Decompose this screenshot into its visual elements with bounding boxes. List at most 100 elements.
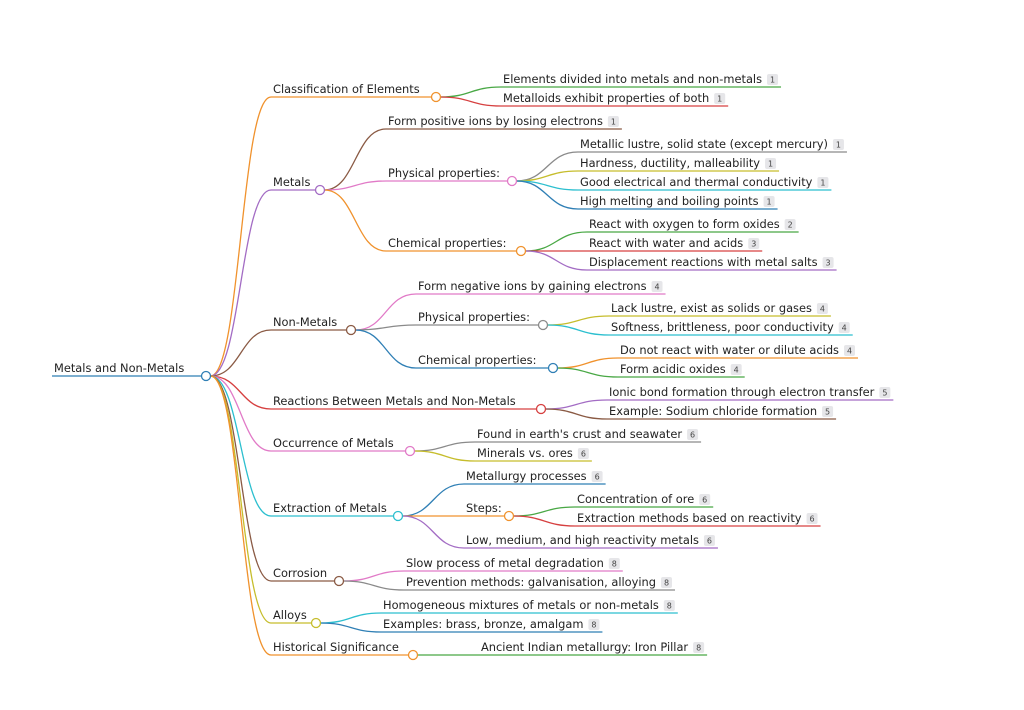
node-steps[interactable]: Steps: [464, 501, 515, 522]
citation-badge[interactable] [651, 281, 663, 292]
collapse-toggle-icon[interactable] [515, 245, 527, 257]
collapse-toggle-icon[interactable] [547, 362, 559, 374]
citation-badge[interactable] [844, 345, 855, 356]
citation-badge[interactable] [767, 74, 779, 85]
node-extraction-of-metals[interactable]: Extraction of Metals [271, 501, 404, 522]
citation-badge[interactable] [699, 494, 711, 505]
collapse-toggle-icon[interactable] [345, 324, 357, 336]
node-alloys[interactable]: Alloys [271, 608, 322, 629]
connector-do-not-react-with-water-or-dilute-acids [557, 357, 619, 369]
node-metals[interactable]: Metals [271, 175, 326, 196]
citation-badge[interactable] [607, 116, 619, 127]
node-good-electrical-and-thermal-conductivity[interactable]: Good electrical and thermal conductivity… [578, 175, 832, 191]
citation-badge[interactable] [832, 139, 844, 150]
citation-badge[interactable] [577, 448, 589, 459]
citation-badge[interactable] [730, 364, 742, 375]
citation-badge-number: 3 [826, 259, 831, 268]
collapse-toggle-icon[interactable] [200, 370, 212, 382]
node-label: Metallic lustre, solid state (except mer… [580, 137, 828, 151]
connector-low-medium-and-high-reactivity-metals [402, 515, 465, 549]
collapse-toggle-icon[interactable] [506, 175, 518, 187]
collapse-toggle-icon[interactable] [503, 510, 515, 522]
citation-badge[interactable] [661, 577, 672, 588]
node-reactions-between-metals-and-non-metals[interactable]: Reactions Between Metals and Non-Metals [271, 394, 547, 415]
citation-badge[interactable] [591, 471, 603, 482]
node-label: Homogeneous mixtures of metals or non-me… [383, 598, 659, 612]
node-label: Chemical properties: [388, 236, 506, 250]
node-label: Low, medium, and high reactivity metals [466, 533, 699, 547]
citation-badge[interactable] [693, 642, 705, 653]
citation-badge[interactable] [816, 303, 828, 314]
node-ionic-bond-formation-through-electron-tr[interactable]: Ionic bond formation through electron tr… [607, 385, 894, 401]
node-label: Metallurgy processes [466, 469, 587, 483]
collapse-toggle-icon[interactable] [537, 319, 549, 331]
node-occurrence-of-metals[interactable]: Occurrence of Metals [271, 436, 416, 457]
node-non-metals[interactable]: Non-Metals [271, 315, 357, 336]
node-label: Metals and Non-Metals [54, 361, 184, 375]
citation-badge[interactable] [822, 257, 834, 268]
citation-badge[interactable] [748, 238, 760, 249]
connector-example-sodium-chloride-formation [545, 408, 608, 420]
collapse-toggle-icon[interactable] [535, 403, 547, 415]
node-physical-properties[interactable]: Physical properties: [416, 310, 549, 331]
collapse-toggle-icon[interactable] [333, 575, 345, 587]
citation-badge[interactable] [663, 600, 675, 611]
citation-badge-number: 8 [612, 560, 617, 569]
collapse-toggle-icon[interactable] [430, 91, 442, 103]
node-physical-properties[interactable]: Physical properties: [386, 166, 518, 187]
node-classification-of-elements[interactable]: Classification of Elements [271, 82, 442, 103]
node-metallic-lustre-solid-state-except-mercu[interactable]: Metallic lustre, solid state (except mer… [578, 137, 847, 153]
collapse-toggle-icon[interactable] [392, 510, 404, 522]
citation-badge[interactable] [714, 93, 726, 104]
citation-badge[interactable] [838, 322, 850, 333]
citation-badge[interactable] [817, 177, 829, 188]
collapse-toggle-icon[interactable] [310, 617, 322, 629]
citation-badge[interactable] [588, 619, 600, 630]
citation-badge-number: 1 [836, 141, 841, 150]
citation-badge[interactable] [608, 558, 620, 569]
node-metals-and-non-metals[interactable]: Metals and Non-Metals [52, 361, 212, 382]
node-label: Form positive ions by losing electrons [388, 114, 603, 128]
citation-badge[interactable] [687, 429, 699, 440]
citation-badge[interactable] [879, 387, 891, 398]
collapse-toggle-icon[interactable] [407, 649, 419, 661]
node-prevention-methods-galvanisation-alloyin[interactable]: Prevention methods: galvanisation, alloy… [404, 575, 675, 591]
citation-badge[interactable] [784, 219, 796, 230]
citation-badge[interactable] [822, 406, 834, 417]
node-homogeneous-mixtures-of-metals-or-non-me[interactable]: Homogeneous mixtures of metals or non-me… [381, 598, 678, 614]
citation-badge[interactable] [763, 196, 775, 207]
node-historical-significance[interactable]: Historical Significance [271, 640, 419, 661]
collapse-toggle-icon[interactable] [404, 445, 416, 457]
collapse-toggle-icon[interactable] [314, 184, 326, 196]
node-chemical-properties[interactable]: Chemical properties: [416, 353, 559, 374]
node-elements-divided-into-metals-and-non-met[interactable]: Elements divided into metals and non-met… [501, 72, 782, 88]
node-corrosion[interactable]: Corrosion [271, 566, 345, 587]
node-chemical-properties[interactable]: Chemical properties: [386, 236, 527, 257]
node-softness-brittleness-poor-conductivity[interactable]: Softness, brittleness, poor conductivity… [609, 320, 853, 336]
citation-badge[interactable] [703, 535, 715, 546]
citation-badge[interactable] [765, 158, 777, 169]
citation-badge[interactable] [806, 513, 818, 524]
